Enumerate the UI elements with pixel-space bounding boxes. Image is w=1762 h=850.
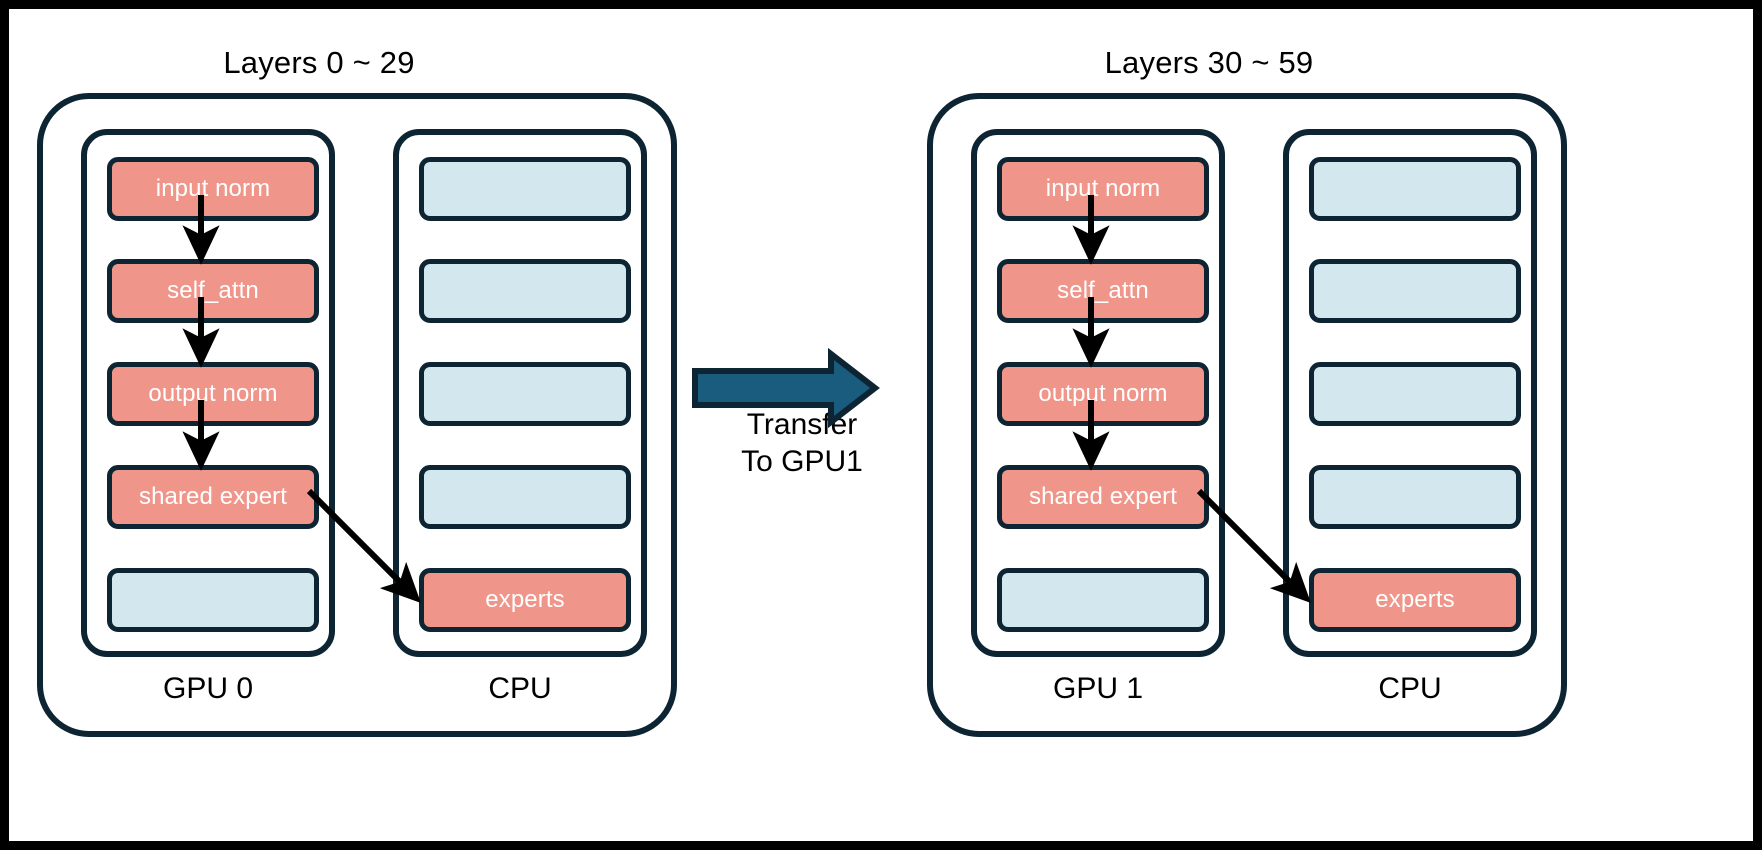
device-group-left: input norm self_attn output norm shared …	[37, 93, 677, 737]
column-gpu1: input norm self_attn output norm shared …	[971, 129, 1225, 657]
device-label-gpu0: GPU 0	[162, 672, 254, 705]
diagram-stage: Layers 0 ~ 29 input norm self_attn outpu…	[9, 9, 1753, 841]
module-self-attn-gpu1[interactable]: self_attn	[997, 259, 1209, 323]
column-gpu0: input norm self_attn output norm shared …	[81, 129, 335, 657]
module-placeholder-cpu1-3[interactable]	[1309, 362, 1521, 426]
device-label-cpu1: CPU	[1378, 672, 1442, 705]
module-shared-expert-gpu0[interactable]: shared expert	[107, 465, 319, 529]
module-output-norm-gpu1[interactable]: output norm	[997, 362, 1209, 426]
module-shared-expert-gpu1[interactable]: shared expert	[997, 465, 1209, 529]
module-placeholder-cpu0-2[interactable]	[419, 259, 631, 323]
module-placeholder-gpu1[interactable]	[997, 568, 1209, 632]
module-experts-cpu1[interactable]: experts	[1309, 568, 1521, 632]
module-placeholder-cpu1-2[interactable]	[1309, 259, 1521, 323]
module-placeholder-cpu0-1[interactable]	[419, 157, 631, 221]
transfer-caption-line1: Transfer	[746, 408, 858, 441]
device-label-gpu1: GPU 1	[1052, 672, 1144, 705]
module-placeholder-cpu0-3[interactable]	[419, 362, 631, 426]
module-input-norm-gpu0[interactable]: input norm	[107, 157, 319, 221]
module-input-norm-gpu1[interactable]: input norm	[997, 157, 1209, 221]
transfer-caption: Transfer To GPU1	[702, 407, 902, 480]
module-placeholder-cpu1-1[interactable]	[1309, 157, 1521, 221]
module-output-norm-gpu0[interactable]: output norm	[107, 362, 319, 426]
group-title-right: Layers 30 ~ 59	[1104, 45, 1314, 80]
group-title-left: Layers 0 ~ 29	[223, 45, 415, 80]
module-placeholder-cpu0-4[interactable]	[419, 465, 631, 529]
transfer-caption-line2: To GPU1	[741, 444, 863, 478]
module-experts-cpu0[interactable]: experts	[419, 568, 631, 632]
device-label-cpu0: CPU	[488, 672, 552, 705]
column-cpu0: experts	[393, 129, 647, 657]
device-group-right: input norm self_attn output norm shared …	[927, 93, 1567, 737]
module-placeholder-cpu1-4[interactable]	[1309, 465, 1521, 529]
module-self-attn-gpu0[interactable]: self_attn	[107, 259, 319, 323]
module-placeholder-gpu0[interactable]	[107, 568, 319, 632]
column-cpu1: experts	[1283, 129, 1537, 657]
